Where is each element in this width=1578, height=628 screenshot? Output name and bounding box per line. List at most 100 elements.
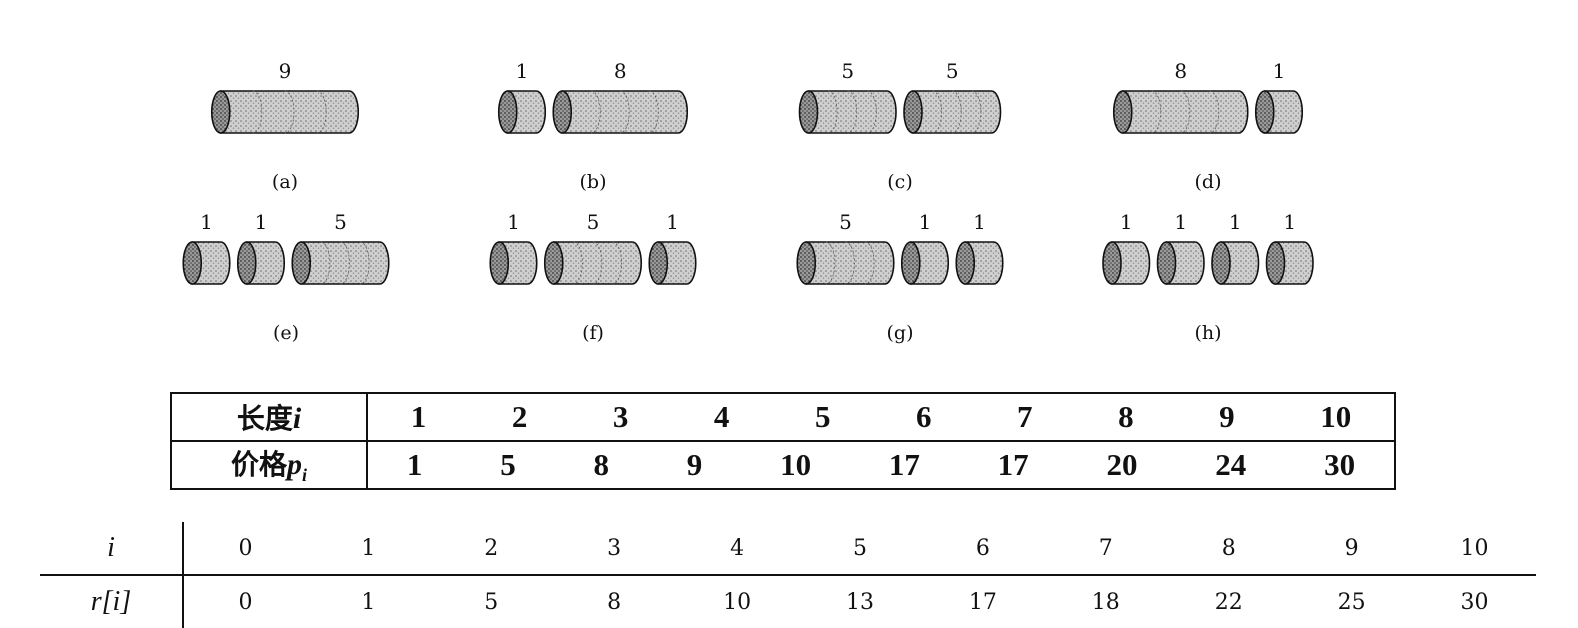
panel-tag: (c) (887, 171, 912, 193)
price-header: 价格pi (170, 440, 368, 490)
rod-piece: 8 (552, 59, 689, 134)
revenue-cell: 30 (1460, 589, 1489, 615)
price-cell: 24 (1215, 447, 1247, 482)
index-cell: 10 (1460, 535, 1489, 561)
rod-length-label: 1 (507, 210, 520, 234)
rod-length-label: 1 (200, 210, 213, 234)
price-symbol: p (287, 448, 302, 482)
rod-length-label: 1 (1120, 210, 1133, 234)
panel-tag: (b) (580, 171, 607, 193)
panel-tag: (f) (582, 322, 604, 344)
length-label: 长度 (236, 402, 293, 435)
price-cell: 5 (500, 447, 516, 482)
rod-piece: 1 (1156, 210, 1205, 285)
length-cell: 9 (1219, 399, 1235, 434)
rod-piece: 1 (900, 210, 950, 285)
rod-length-label: 1 (1229, 210, 1242, 234)
length-cell: 1 (410, 399, 427, 434)
rod-piece: 1 (1265, 210, 1314, 285)
price-cell: 8 (593, 447, 609, 482)
panel-tag: (e) (273, 322, 299, 344)
rod-piece: 1 (955, 210, 1004, 285)
index-cell: 1 (361, 535, 376, 561)
rod-piece: 5 (543, 210, 643, 285)
revenue-cell: 18 (1091, 589, 1120, 615)
rod-length-label: 1 (666, 210, 679, 234)
rod-length-label: 1 (516, 59, 529, 83)
length-cell: 10 (1320, 399, 1352, 434)
rod-piece: 1 (489, 210, 538, 285)
revenue-cell: 10 (723, 589, 752, 615)
rod-length-label: 1 (919, 210, 932, 234)
revenue-cell: 5 (484, 589, 499, 615)
price-cell: 1 (406, 447, 423, 482)
rod-piece: 8 (1112, 59, 1249, 134)
length-cell: 7 (1017, 399, 1033, 434)
length-cell: 6 (916, 399, 932, 434)
revenue-cell: 17 (968, 589, 997, 615)
rod-length-label: 8 (614, 59, 627, 83)
rod-length-label: 1 (1283, 210, 1296, 234)
rod-length-label: 5 (946, 59, 959, 83)
index-cell: 6 (975, 535, 990, 561)
length-row: 长度i 1 2 3 4 5 6 7 8 9 10 (170, 392, 1396, 442)
rod-panel: 8 1 (d) (1112, 59, 1304, 193)
price-cell: 9 (686, 447, 703, 482)
length-cell: 2 (511, 399, 528, 434)
rod-length-label: 5 (841, 59, 854, 83)
rod-length-label: 5 (587, 210, 600, 234)
rod-piece: 5 (903, 59, 1002, 134)
revenue-header: r[i] (40, 576, 184, 628)
price-subscript: i (302, 465, 308, 486)
length-cell: 5 (814, 399, 831, 434)
revenue-cell: 13 (845, 589, 874, 615)
revenue-cell: 1 (361, 589, 376, 615)
rod-length-label: 8 (1174, 59, 1187, 83)
rod-length-label: 5 (334, 210, 347, 234)
length-cell: 4 (713, 399, 730, 434)
rod-length-label: 1 (973, 210, 986, 234)
rod-piece: 1 (182, 210, 231, 285)
price-cell: 17 (997, 447, 1029, 482)
length-cell: 8 (1118, 399, 1134, 434)
index-cell: 4 (730, 535, 745, 561)
revenue-cell: 22 (1214, 589, 1243, 615)
rod-length-label: 1 (1273, 59, 1286, 83)
length-symbol: i (292, 402, 302, 435)
price-row: 价格pi 1 5 8 9 10 17 17 20 24 30 (170, 440, 1396, 490)
rod-length-label: 5 (839, 210, 852, 234)
index-header: i (40, 522, 184, 574)
rod-piece: 1 (1211, 210, 1260, 285)
length-cell: 3 (612, 399, 629, 434)
rod-piece: 1 (236, 210, 286, 285)
rod-piece: 1 (1254, 59, 1304, 134)
revenue-cell: 25 (1337, 589, 1366, 615)
index-cell: 5 (852, 535, 867, 561)
length-values: 1 2 3 4 5 6 7 8 9 10 (366, 392, 1396, 442)
price-cell: 17 (888, 447, 920, 482)
length-header: 长度i (170, 392, 368, 442)
rod-piece: 1 (1102, 210, 1151, 285)
price-values: 1 5 8 9 10 17 17 20 24 30 (366, 440, 1396, 490)
revenue-cell: 0 (238, 589, 253, 615)
rod-panel: 9 (a) (210, 59, 360, 193)
index-cell: 0 (238, 535, 253, 561)
rod-piece: 1 (497, 59, 547, 134)
rod-length-label: 9 (279, 59, 292, 83)
price-cell: 10 (780, 447, 812, 482)
rod-panel: 5 5 (c) (798, 59, 1002, 193)
panel-tag: (h) (1194, 322, 1221, 344)
rod-piece: 1 (648, 210, 697, 285)
price-label: 价格 (230, 448, 287, 482)
panel-tag: (d) (1195, 171, 1222, 193)
price-cell: 30 (1324, 447, 1356, 482)
rod-piece: 9 (210, 59, 360, 134)
price-cell: 20 (1106, 447, 1138, 482)
panel-tag: (a) (272, 171, 298, 193)
